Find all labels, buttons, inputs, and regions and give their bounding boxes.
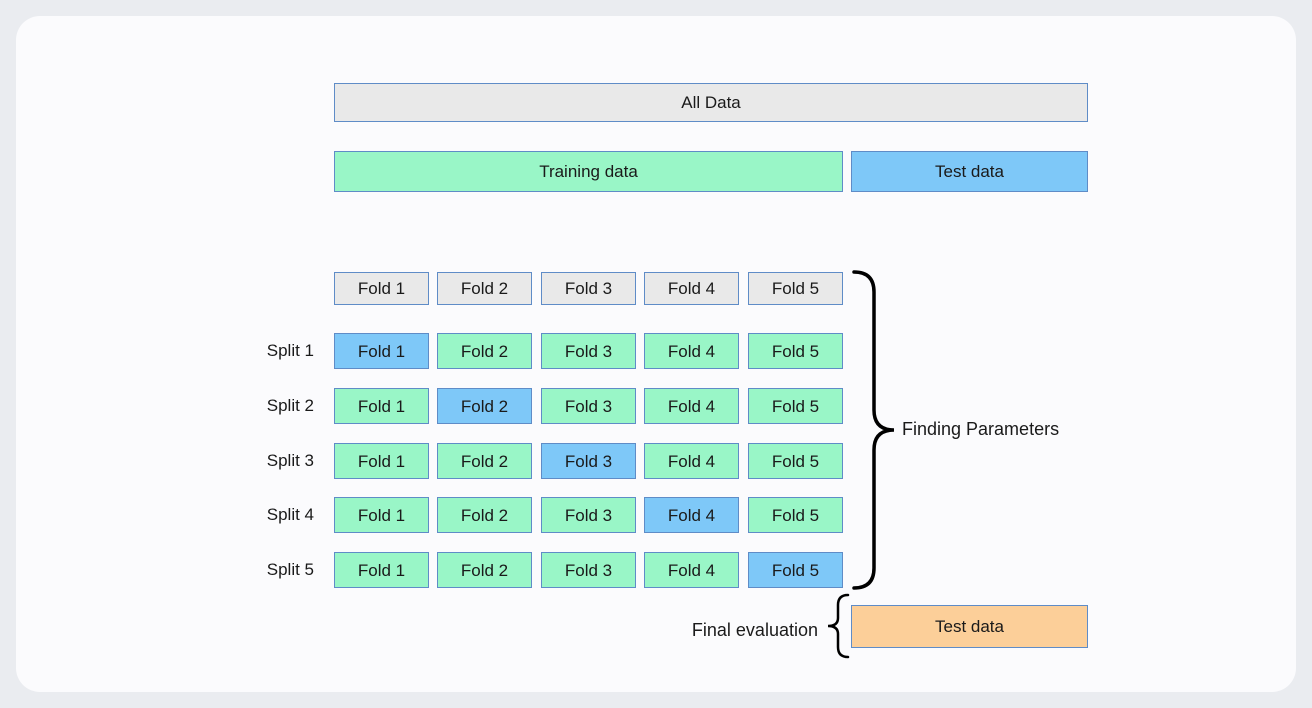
final-evaluation-brace <box>827 593 850 659</box>
all-data-bar: All Data <box>334 83 1088 122</box>
split-label: Split 3 <box>266 451 314 470</box>
validation-fold-box: Fold 2 <box>437 388 532 424</box>
split-label: Split 1 <box>266 341 314 360</box>
test-data-bar: Test data <box>851 151 1088 192</box>
fold-box: Fold 4 <box>644 388 739 424</box>
fold-box: Fold 5 <box>748 443 843 479</box>
header-fold-box: Fold 3 <box>541 272 636 305</box>
split-label: Split 4 <box>266 505 314 524</box>
fold-box: Fold 3 <box>541 552 636 588</box>
all-data-label: All Data <box>681 93 741 112</box>
validation-fold-box: Fold 5 <box>748 552 843 588</box>
fold-box: Fold 5 <box>748 333 843 369</box>
finding-parameters-label: Finding Parameters <box>902 419 1060 439</box>
fold-box: Fold 2 <box>437 443 532 479</box>
fold-box: Fold 2 <box>437 497 532 533</box>
fold-box: Fold 3 <box>541 388 636 424</box>
split-label: Split 5 <box>266 560 314 579</box>
validation-fold-box: Fold 3 <box>541 443 636 479</box>
validation-fold-box: Fold 4 <box>644 497 739 533</box>
fold-box: Fold 4 <box>644 333 739 369</box>
fold-box: Fold 4 <box>644 552 739 588</box>
fold-box: Fold 2 <box>437 333 532 369</box>
fold-box: Fold 2 <box>437 552 532 588</box>
training-data-bar: Training data <box>334 151 843 192</box>
fold-box: Fold 3 <box>541 497 636 533</box>
fold-box: Fold 1 <box>334 443 429 479</box>
final-test-data-label: Test data <box>935 617 1004 636</box>
validation-fold-box: Fold 1 <box>334 333 429 369</box>
fold-box: Fold 5 <box>748 497 843 533</box>
split-label: Split 2 <box>266 396 314 415</box>
test-data-label: Test data <box>935 162 1004 181</box>
header-fold-box: Fold 5 <box>748 272 843 305</box>
fold-box: Fold 1 <box>334 388 429 424</box>
fold-box: Fold 5 <box>748 388 843 424</box>
fold-box: Fold 1 <box>334 497 429 533</box>
fold-box: Fold 4 <box>644 443 739 479</box>
fold-box: Fold 1 <box>334 552 429 588</box>
final-test-data-box: Test data <box>851 605 1088 648</box>
fold-box: Fold 3 <box>541 333 636 369</box>
header-fold-box: Fold 4 <box>644 272 739 305</box>
header-fold-box: Fold 1 <box>334 272 429 305</box>
finding-parameters-brace <box>852 270 895 590</box>
final-evaluation-label: Final evaluation <box>691 620 818 640</box>
header-fold-box: Fold 2 <box>437 272 532 305</box>
training-data-label: Training data <box>539 162 638 181</box>
